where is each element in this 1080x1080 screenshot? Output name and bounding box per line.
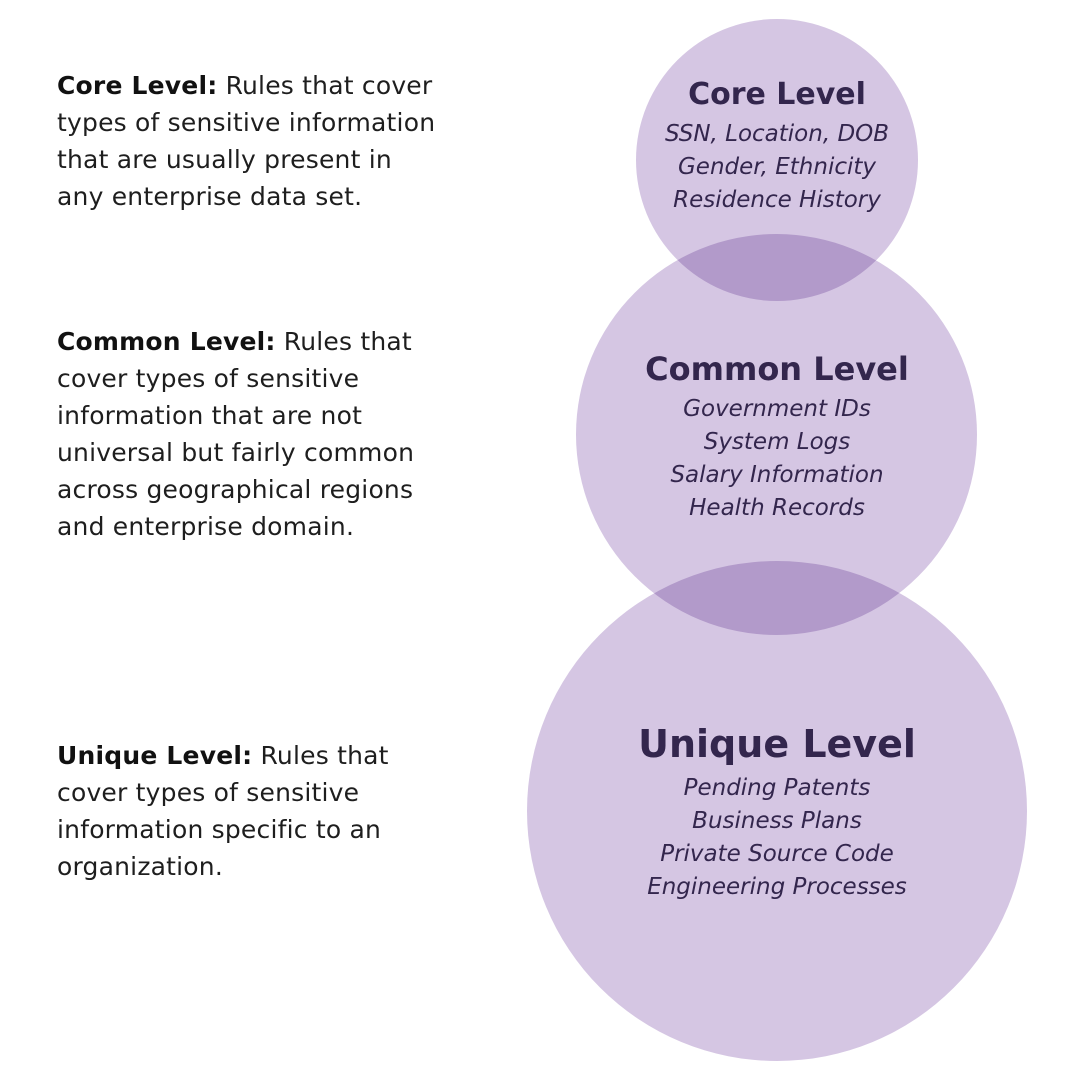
- unique-level-item: Private Source Code: [660, 841, 894, 867]
- core-level-title: Core Level: [688, 77, 866, 112]
- core-level-description: Core Level: Rules that cover types of se…: [57, 67, 442, 215]
- core-level-term: Core Level:: [57, 71, 218, 100]
- common-level-label: Common Level Government IDs System Logs …: [577, 349, 977, 525]
- unique-level-title: Unique Level: [638, 722, 916, 766]
- core-level-text: Rules that cover types of sensitive info…: [57, 71, 436, 211]
- unique-level-text: Rules that cover types of sensitive info…: [57, 741, 389, 881]
- unique-level-label: Unique Level Pending Patents Business Pl…: [577, 720, 977, 904]
- core-level-item: SSN, Location, DOB: [664, 121, 890, 147]
- common-level-term: Common Level:: [57, 327, 276, 356]
- core-level-item: Gender, Ethnicity: [677, 154, 877, 180]
- unique-level-item: Pending Patents: [683, 775, 871, 801]
- core-level-label: Core Level SSN, Location, DOB Gender, Et…: [577, 76, 977, 217]
- unique-level-item: Business Plans: [692, 808, 862, 834]
- common-level-title: Common Level: [645, 350, 909, 388]
- common-level-item: Government IDs: [683, 396, 871, 422]
- unique-level-circle: [527, 561, 1027, 1061]
- common-level-item: Health Records: [689, 495, 865, 521]
- common-level-item: System Logs: [703, 429, 851, 455]
- unique-level-term: Unique Level:: [57, 741, 253, 770]
- common-level-description: Common Level: Rules that cover types of …: [57, 323, 442, 545]
- common-level-text: Rules that cover types of sensitive info…: [57, 327, 415, 541]
- core-level-circle: [636, 19, 918, 301]
- unique-level-item: Engineering Processes: [647, 874, 907, 900]
- unique-level-description: Unique Level: Rules that cover types of …: [57, 737, 442, 885]
- common-level-item: Salary Information: [670, 462, 884, 488]
- core-level-item: Residence History: [673, 187, 881, 213]
